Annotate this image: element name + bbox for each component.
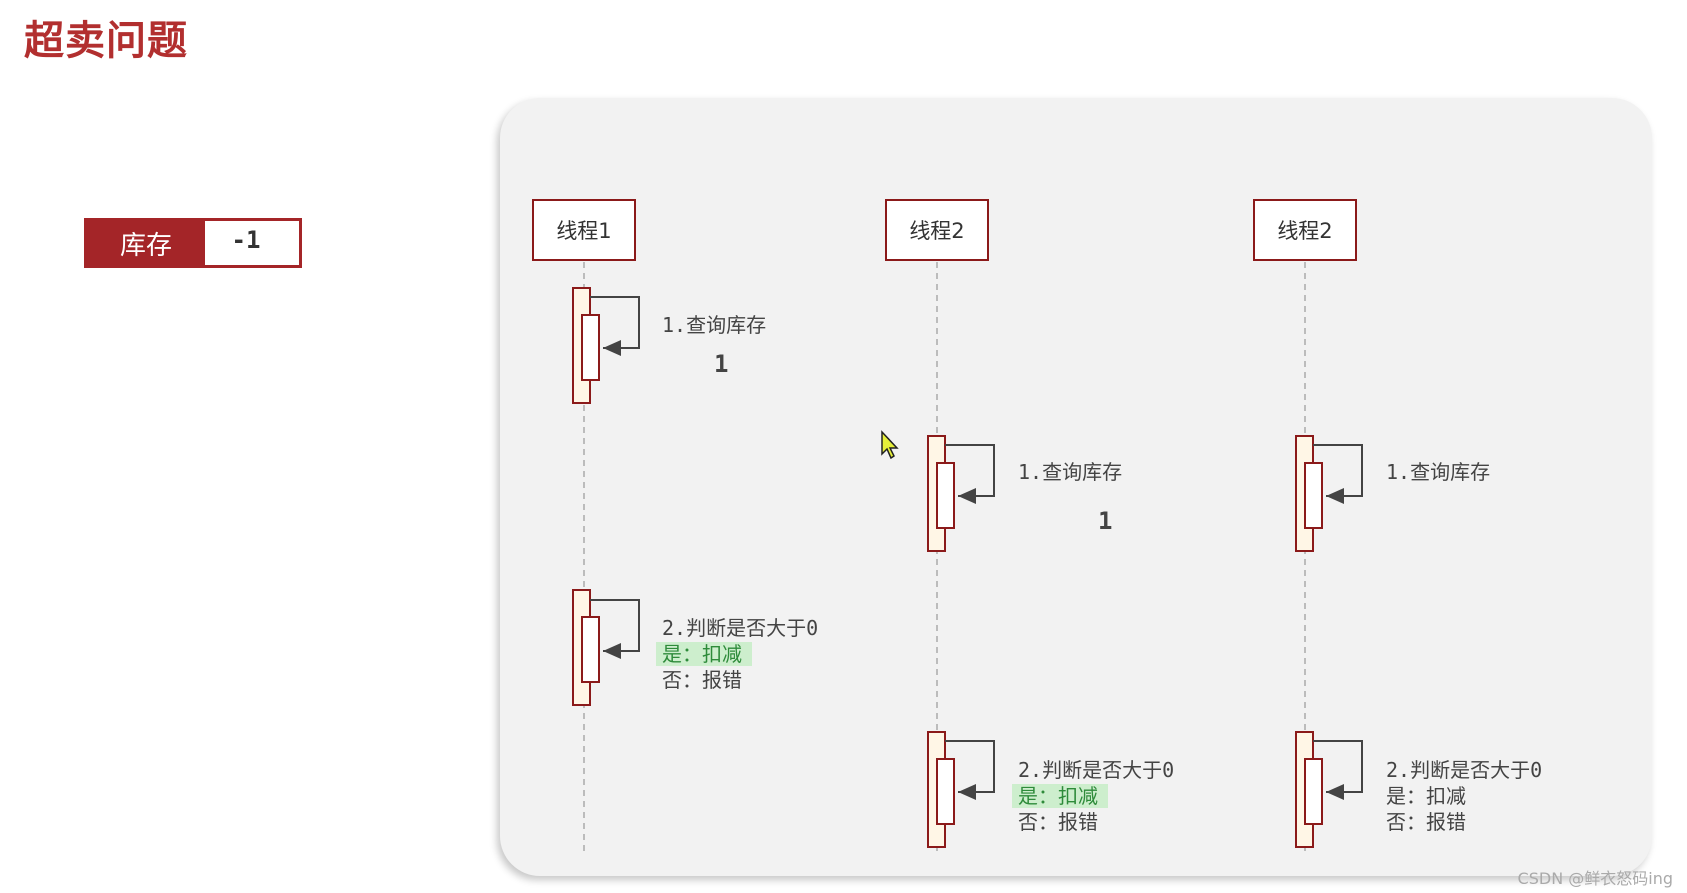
t1-query-result: 1 [714, 350, 729, 378]
t3-yes-label: 是：扣减 [1386, 784, 1466, 808]
t1-query-label: 1.查询库存 [662, 313, 767, 337]
t3-judge-label: 2.判断是否大于0 [1386, 758, 1543, 782]
thread-1-header: 线程1 [532, 199, 636, 261]
thread-3-header: 线程2 [1253, 199, 1357, 261]
stock-label: 库存 [87, 221, 205, 265]
thread-2-header: 线程2 [885, 199, 989, 261]
t3-query-label: 1.查询库存 [1386, 460, 1491, 484]
sequence-panel [500, 98, 1652, 876]
t2-query-result: 1 [1098, 507, 1113, 535]
mouse-cursor-icon [881, 430, 899, 460]
t2-no-label: 否：报错 [1018, 810, 1098, 834]
page-title: 超卖问题 [24, 18, 188, 64]
t1-no-label: 否：报错 [662, 668, 742, 692]
activation-t2-query [927, 435, 995, 552]
activation-t3-query [1295, 435, 1363, 552]
stock-value: -1 [231, 226, 261, 254]
watermark: CSDN @鲜衣怒码ing [1517, 869, 1673, 888]
activation-t3-judge [1295, 731, 1363, 848]
activation-t1-judge [572, 589, 640, 706]
activation-t2-judge [927, 731, 995, 848]
t1-yes-label: 是：扣减 [656, 641, 752, 667]
t2-query-label: 1.查询库存 [1018, 460, 1123, 484]
t2-yes-label: 是：扣减 [1012, 783, 1108, 809]
activation-t1-query [572, 287, 640, 404]
t3-no-label: 否：报错 [1386, 810, 1466, 834]
stock-badge: 库存 -1 [84, 218, 302, 268]
t2-judge-label: 2.判断是否大于0 [1018, 758, 1175, 782]
t1-judge-label: 2.判断是否大于0 [662, 616, 819, 640]
